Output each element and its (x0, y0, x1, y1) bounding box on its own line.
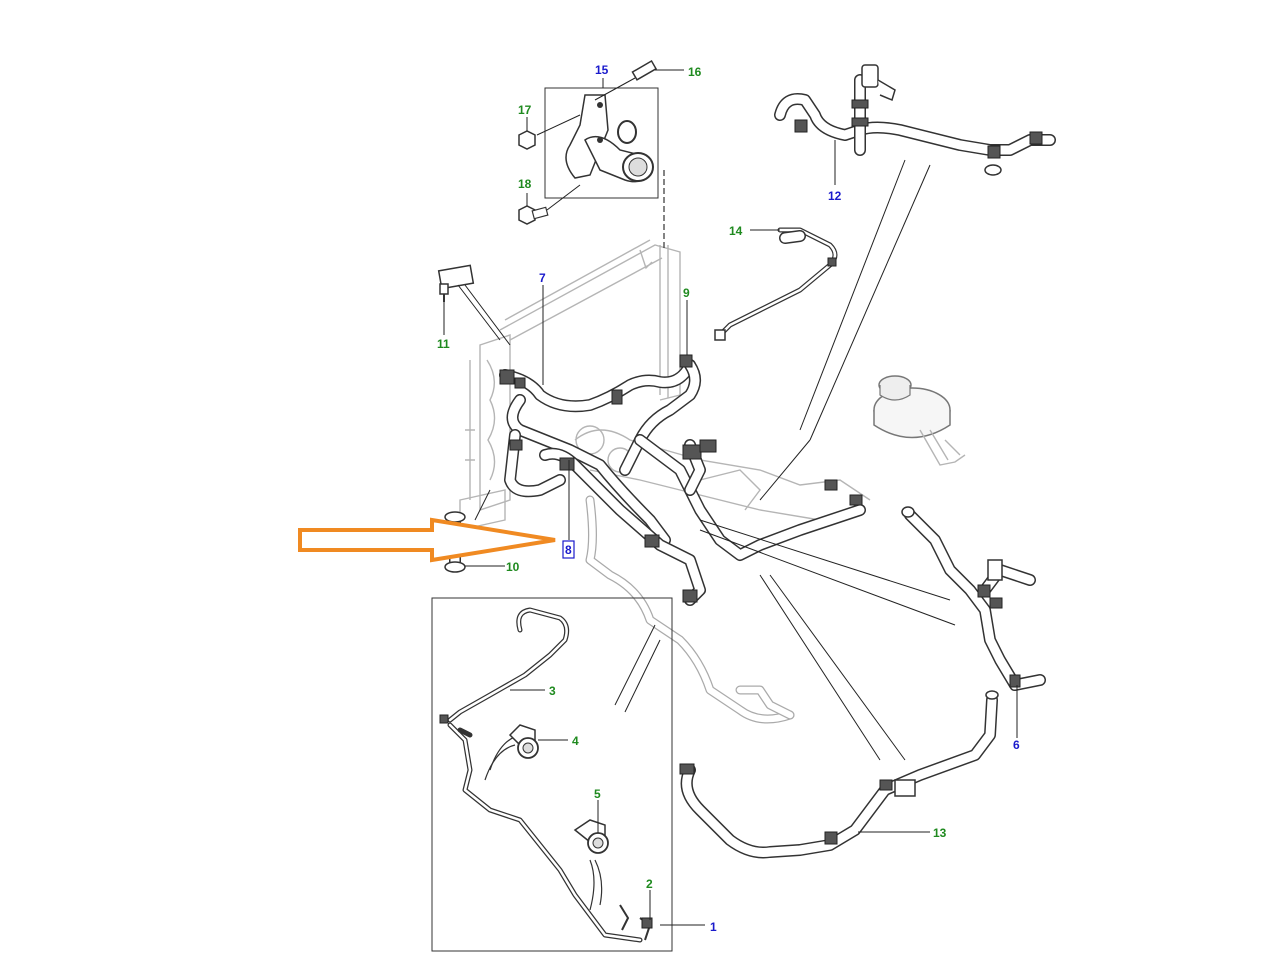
hose-assembly-main (444, 354, 866, 606)
callout-3: 3 (549, 684, 556, 698)
sensor-part-11 (437, 264, 475, 302)
callout-8-highlight (562, 540, 575, 559)
hose-part-14 (714, 227, 838, 341)
callout-labels: 1 2 3 4 5 6 7 8 9 10 11 12 13 14 15 16 1… (437, 63, 1020, 934)
radiator-ghost (459, 239, 681, 531)
callout-6: 6 (1013, 738, 1020, 752)
callout-4: 4 (572, 734, 579, 748)
hose-part-13 (679, 690, 999, 859)
engine-pipes-ghost (574, 425, 871, 724)
callout-18: 18 (518, 177, 532, 191)
callout-5: 5 (594, 787, 601, 801)
callout-10: 10 (506, 560, 520, 574)
callout-13: 13 (933, 826, 947, 840)
callout-15: 15 (595, 63, 609, 77)
callout-9: 9 (683, 286, 690, 300)
callout-16: 16 (688, 65, 702, 79)
bolt-16 (631, 60, 658, 81)
arrow-right-icon (298, 517, 556, 563)
hose-part-12 (774, 64, 1056, 176)
valve-part-5 (573, 819, 609, 854)
hose-part-6 (901, 506, 1046, 691)
valve-part-4 (508, 724, 539, 759)
thermostat-housing-box (544, 87, 659, 199)
expansion-tank (873, 375, 966, 466)
callout-8: 8 (565, 543, 572, 557)
callout-11: 11 (437, 337, 450, 351)
callout-2: 2 (646, 877, 653, 891)
callout-12: 12 (828, 189, 842, 203)
callout-14: 14 (729, 224, 743, 238)
callout-17: 17 (518, 103, 532, 117)
callout-1: 1 (710, 920, 717, 934)
lower-detail-box (431, 597, 673, 952)
bolt-18 (518, 205, 549, 225)
bolt-17 (518, 130, 536, 150)
callout-7: 7 (539, 271, 546, 285)
leader-lines (443, 69, 1018, 926)
